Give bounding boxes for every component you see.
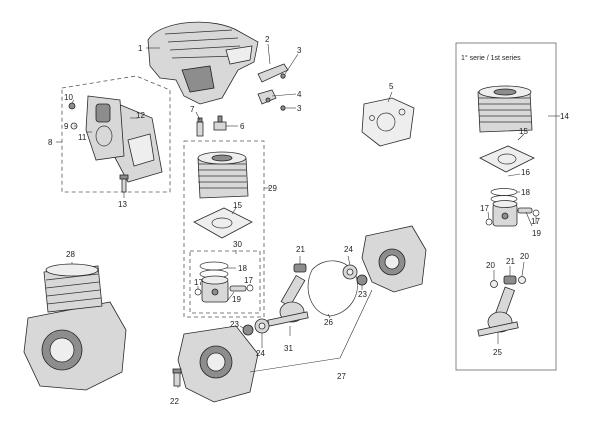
callout-3b: 3 (297, 104, 302, 113)
engine-shroud-part (147, 21, 259, 105)
callout-25: 25 (493, 348, 502, 357)
spark-plug-part-7 (196, 117, 204, 137)
crankcase-half-part-27b (361, 225, 427, 293)
callout-13: 13 (118, 200, 127, 209)
callout-29: 29 (268, 184, 277, 193)
muffler-body-part-11 (85, 95, 125, 161)
needle-bearing-part-21b (503, 275, 517, 285)
group-box-8 (61, 75, 171, 193)
crankcase-gasket-part-26 (307, 260, 358, 317)
callout-23b: 23 (230, 320, 239, 329)
callout-28: 28 (66, 250, 75, 259)
callout-15b: 15 (519, 127, 528, 136)
needle-bearing-part-21a (293, 263, 307, 273)
cylinder-part-29 (197, 151, 249, 199)
bracket-part-2 (257, 63, 289, 83)
bolt-part-10 (68, 102, 76, 110)
series-panel-title: 1° serie / 1st series (461, 54, 521, 62)
callout-6: 6 (240, 122, 245, 131)
callout-18b: 18 (521, 188, 530, 197)
callout-12: 12 (136, 111, 145, 120)
callout-24a: 24 (344, 245, 353, 254)
callout-15a: 15 (233, 201, 242, 210)
screw-part-3b (280, 105, 286, 111)
piston-part-30 (201, 275, 229, 303)
crankshaft-part-31 (267, 274, 309, 327)
callout-16: 16 (521, 168, 530, 177)
crankcase-half-part-27a (177, 325, 259, 403)
callout-24b: 24 (256, 349, 265, 358)
gasket-part-15a (193, 207, 253, 239)
assembled-engine-part-28 (23, 263, 127, 391)
callout-10: 10 (64, 93, 73, 102)
screw-part-3a (280, 73, 286, 79)
clip-part-4 (257, 89, 277, 105)
callout-9: 9 (64, 122, 69, 131)
bearing-part-24a (342, 264, 358, 280)
callout-21a: 21 (296, 245, 305, 254)
callout-19b: 19 (532, 229, 541, 238)
group-box-29 (183, 140, 265, 318)
callout-30: 30 (233, 240, 242, 249)
callout-26: 26 (324, 318, 333, 327)
callout-27: 27 (337, 372, 346, 381)
fitting-part-6 (213, 115, 227, 131)
callout-labels: 1 2 3 3 4 5 6 7 8 9 10 11 12 13 14 15 15… (48, 35, 569, 406)
callout-20a: 20 (486, 261, 495, 270)
bolt-part-13 (119, 174, 129, 193)
callout-7: 7 (190, 105, 195, 114)
callout-19a: 19 (232, 295, 241, 304)
callout-4: 4 (297, 90, 302, 99)
callout-18a: 18 (238, 264, 247, 273)
washer-part-20b (518, 276, 526, 284)
group-box-30 (189, 250, 261, 314)
crankshaft-part-25 (477, 286, 519, 337)
gasket-set-part-5 (361, 97, 415, 147)
callout-5: 5 (389, 82, 394, 91)
piston-pin-part-19a (229, 285, 247, 292)
circlip-part-17a (194, 288, 202, 296)
piston-pin-part-19b (517, 207, 533, 214)
callout-31: 31 (284, 344, 293, 353)
stud-part-22 (172, 368, 182, 387)
piston-ring-part-18a (199, 261, 229, 279)
callout-1: 1 (138, 44, 143, 53)
bearing-part-24b (254, 318, 270, 334)
washer-part-20a (490, 280, 498, 288)
callout-8: 8 (48, 138, 53, 147)
callout-21b: 21 (506, 257, 515, 266)
circlip-part-17b (246, 284, 254, 292)
piston-part-16 (492, 200, 518, 227)
callout-3a: 3 (297, 46, 302, 55)
callout-20b: 20 (520, 252, 529, 261)
callout-17d: 17 (531, 217, 540, 226)
callout-17c: 17 (480, 204, 489, 213)
leader-lines (56, 43, 560, 388)
callout-22: 22 (170, 397, 179, 406)
oil-seal-part-23b (242, 324, 254, 336)
callout-17b: 17 (244, 276, 253, 285)
oil-seal-part-23a (356, 274, 368, 286)
gasket-part-15b (479, 145, 535, 173)
callout-23a: 23 (358, 290, 367, 299)
cylinder-part-14 (477, 85, 533, 133)
callout-2: 2 (265, 35, 270, 44)
callout-17a: 17 (194, 278, 203, 287)
callout-11: 11 (78, 133, 87, 142)
callout-14: 14 (560, 112, 569, 121)
